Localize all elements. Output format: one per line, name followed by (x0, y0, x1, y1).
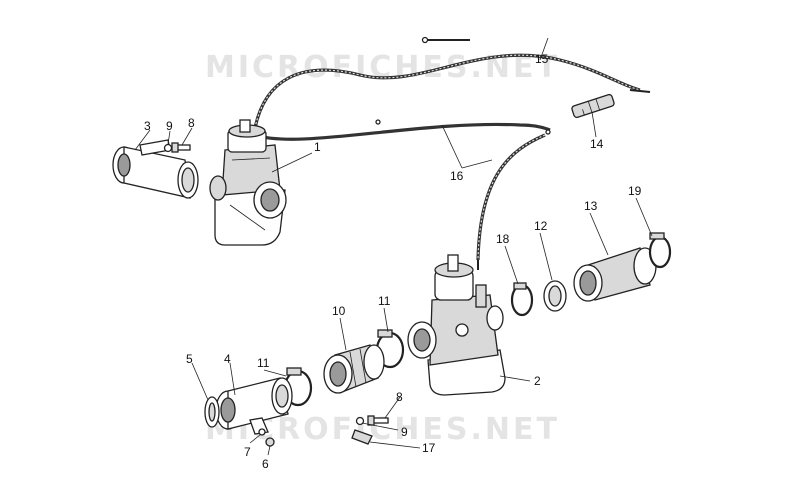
rubber-bellow-10 (323, 344, 385, 394)
callout-9-upper: 9 (166, 119, 173, 133)
gasket-5 (204, 396, 220, 428)
callout-11-right: 11 (378, 294, 391, 308)
callout-16: 16 (450, 169, 464, 183)
callout-13: 13 (584, 199, 598, 213)
clamp-19 (648, 232, 672, 269)
carburetor-2 (407, 254, 506, 396)
washer-9-upper (163, 143, 173, 153)
sleeve-13 (573, 247, 657, 302)
clip-17 (351, 429, 373, 445)
leader-lines (134, 37, 653, 456)
callout-3: 3 (144, 119, 151, 133)
throttle-cable-15 (253, 36, 651, 129)
callout-2: 2 (534, 374, 541, 388)
callout-8-upper: 8 (188, 116, 195, 130)
callout-1: 1 (314, 140, 321, 154)
callout-12: 12 (534, 219, 548, 233)
callout-14: 14 (590, 137, 604, 151)
callout-11-left: 11 (257, 356, 270, 370)
bolt-8-upper (171, 142, 191, 153)
callout-8-lower: 8 (396, 390, 403, 404)
washer-9-lower (355, 416, 365, 426)
callout-10: 10 (332, 304, 346, 318)
cable-adjuster-14 (571, 93, 615, 119)
screw-7 (258, 428, 266, 436)
ring-12 (543, 280, 567, 312)
carburetor-1 (209, 119, 287, 246)
callout-15: 15 (535, 52, 549, 66)
clamp-18 (510, 282, 534, 317)
cable-16-lower (476, 129, 551, 270)
cable-16-upper (254, 119, 551, 141)
callout-5: 5 (186, 352, 193, 366)
intake-manifold-4 (215, 377, 293, 435)
callout-19: 19 (628, 184, 642, 198)
callout-17: 17 (422, 441, 436, 455)
intake-manifold-3 (112, 139, 199, 199)
callout-6: 6 (262, 457, 269, 471)
nut-6 (265, 437, 275, 447)
callout-4: 4 (224, 352, 231, 366)
callout-18: 18 (496, 232, 510, 246)
callout-9-lower: 9 (401, 425, 408, 439)
callout-7: 7 (244, 445, 251, 459)
